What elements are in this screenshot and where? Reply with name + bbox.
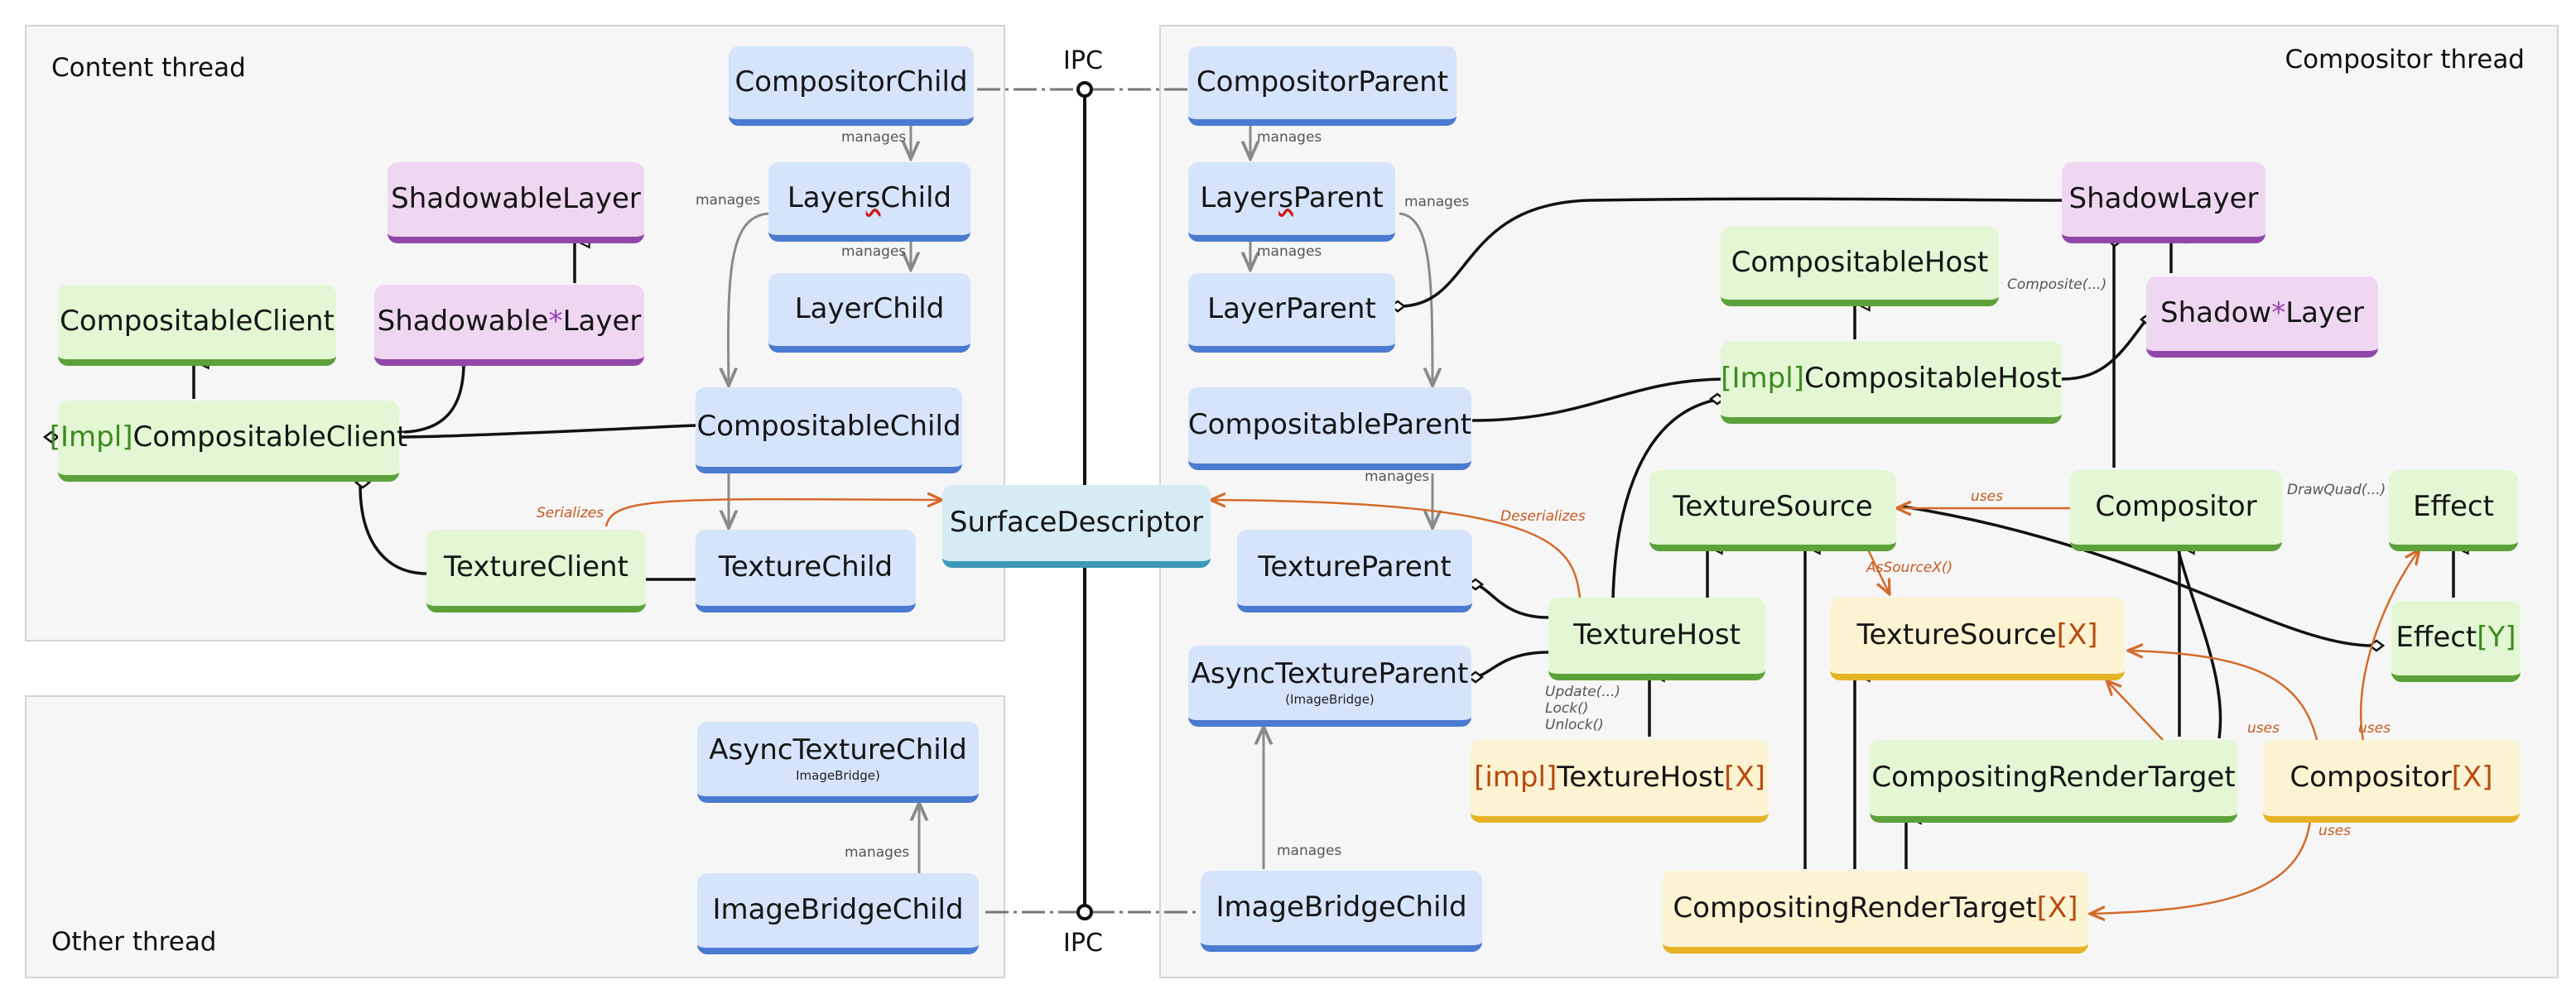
ipc-top-label: IPC [1063,46,1103,75]
shadow-layer-node[interactable]: ShadowLayer [2062,162,2265,243]
manages-label-1: manages [841,129,907,146]
shadowable-x-layer-node[interactable]: Shadowable*Layer [374,285,644,366]
surface-descriptor-node[interactable]: SurfaceDescriptor [942,485,1211,568]
manages-label-4: manages [845,844,910,861]
content-thread-label: Content thread [51,53,246,83]
impl-texture-host-x-node[interactable]: [impl]TextureHost[X] [1471,740,1769,823]
uses-edges [604,499,2420,914]
uses-label-3: uses [2358,720,2391,737]
manages-label-2: manages [841,243,907,260]
texture-source-node[interactable]: TextureSource [1649,470,1896,551]
uses-label-2: uses [2247,720,2280,737]
manages-label-3: manages [696,192,761,209]
other-thread-label: Other thread [51,927,217,957]
effect-y-node[interactable]: Effect[Y] [2391,601,2521,682]
update-label: Update(...) [1545,684,1621,700]
compositor-child-node[interactable]: CompositorChild [729,46,974,126]
layers-child-node[interactable]: LayersChild [768,162,970,242]
composite-label: Composite(...) [2007,276,2107,293]
compositing-render-target-x-node[interactable]: CompositingRenderTarget[X] [1663,871,2088,954]
ipc-bottom-label: IPC [1063,929,1103,958]
compositable-parent-node[interactable]: CompositableParent [1188,387,1471,470]
compositable-client-node[interactable]: CompositableClient [58,285,336,366]
manages-label-9: manages [1277,843,1342,859]
compositor-thread-label: Compositor thread [2285,45,2525,74]
ipc-edges [977,88,1201,914]
manages-label-6: manages [1257,243,1322,260]
texture-client-node[interactable]: TextureClient [426,530,646,612]
manages-label-5: manages [1257,129,1322,146]
manages-label-7: manages [1404,194,1470,210]
manages-label-8: manages [1365,468,1430,485]
layer-child-node[interactable]: LayerChild [768,273,970,353]
uses-label-4: uses [2318,823,2351,839]
unlock-label: Unlock() [1545,717,1604,733]
layer-parent-node[interactable]: LayerParent [1188,273,1395,353]
shadow-x-layer-node[interactable]: Shadow*Layer [2146,276,2378,358]
async-texture-parent-node[interactable]: AsyncTextureParent(ImageBridge) [1188,646,1471,727]
uses-label-1: uses [1971,488,2003,505]
shadowable-layer-node[interactable]: ShadowableLayer [388,162,644,243]
texture-host-node[interactable]: TextureHost [1548,598,1765,680]
image-bridge-child-left-node[interactable]: ImageBridgeChild [697,873,979,954]
draw-quad-label: DrawQuad(...) [2287,482,2386,498]
effect-node[interactable]: Effect [2389,470,2518,551]
image-bridge-child-right-node[interactable]: ImageBridgeChild [1201,871,1482,952]
ipc-top-port [1076,81,1093,98]
texture-parent-node[interactable]: TextureParent [1237,530,1472,612]
texture-source-x-node[interactable]: TextureSource[X] [1830,598,2125,680]
compositor-parent-node[interactable]: CompositorParent [1188,46,1457,126]
inheritance-edges [194,235,2453,869]
compositing-render-target-node[interactable]: CompositingRenderTarget [1870,740,2237,823]
ipc-bottom-port [1076,904,1093,920]
impl-compositable-client-node[interactable]: [Impl]CompositableClient [50,401,407,482]
layers-parent-node[interactable]: LayersParent [1188,162,1395,242]
deserializes-label: Deserializes [1500,508,1586,525]
manages-edges [729,126,1432,873]
compositor-node[interactable]: Compositor [2070,470,2282,551]
impl-compositable-host-node[interactable]: [Impl]CompositableHost [1721,341,2062,424]
association-edges [359,197,2377,739]
compositor-x-node[interactable]: Compositor[X] [2263,740,2520,823]
lock-label: Lock() [1545,700,1589,717]
texture-child-node[interactable]: TextureChild [696,530,916,612]
compositable-child-node[interactable]: CompositableChild [696,387,962,473]
compositable-host-node[interactable]: CompositableHost [1721,227,1999,306]
as-source-x-label: AsSourceX() [1866,560,1953,576]
serializes-label: Serializes [537,505,604,521]
